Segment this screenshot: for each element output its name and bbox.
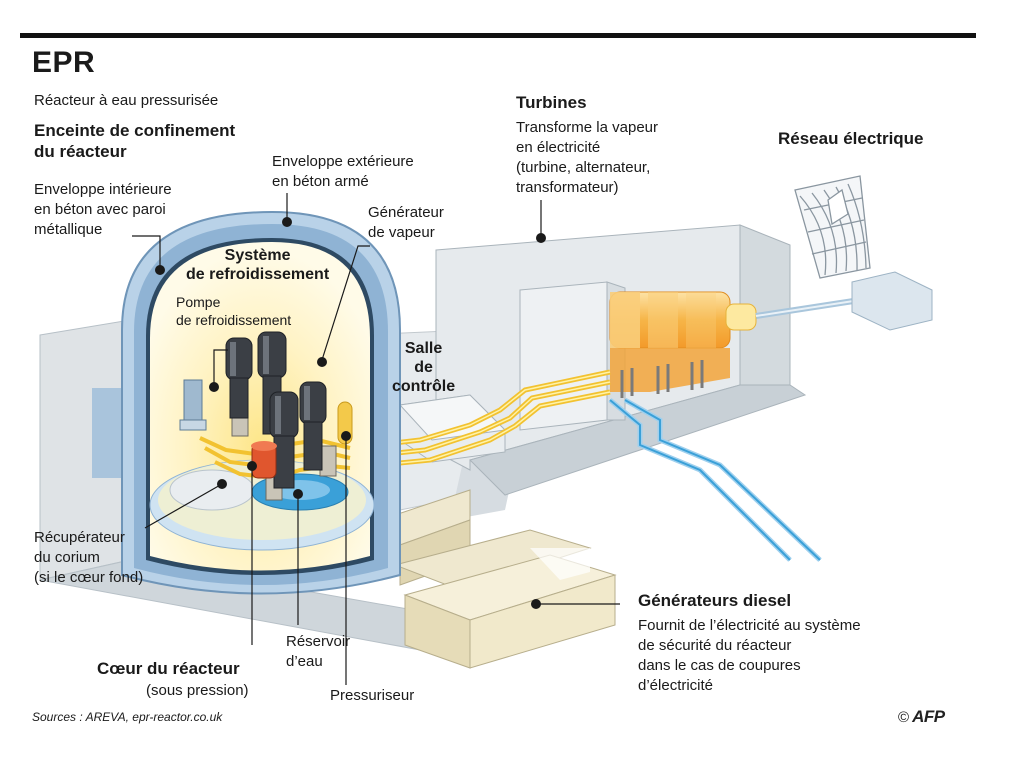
turbine-hall xyxy=(435,224,822,562)
diesel-generators xyxy=(379,489,617,669)
water-tank-label: Réservoir d’eau xyxy=(286,633,351,670)
containment-dome xyxy=(121,210,401,595)
turbines-heading: Turbines xyxy=(516,93,587,112)
diesel-heading: Générateurs diesel xyxy=(638,591,792,610)
turbine-rotor xyxy=(609,291,757,398)
power-line xyxy=(755,271,933,331)
afp-credit: © AFP xyxy=(898,707,945,727)
outer-shell-label: Enveloppe extérieure en béton armé xyxy=(272,153,414,190)
diesel-description: Fournit de l’électricité au système de s… xyxy=(638,617,861,694)
core-heading: Cœur du réacteur xyxy=(97,659,240,678)
pylon-icon xyxy=(794,175,871,279)
steam-pipes xyxy=(349,369,611,471)
reactor-components xyxy=(179,331,353,501)
sources-note: Sources : AREVA, epr-reactor.co.uk xyxy=(32,710,223,724)
grid-heading: Réseau électrique xyxy=(778,129,924,148)
steam-generator-label: Générateur de vapeur xyxy=(368,204,444,241)
top-rule xyxy=(20,33,976,38)
corium-label: Récupérateur du corium (si le cœur fond) xyxy=(34,529,144,586)
cooling-pump-label: Pompe de refroidissement xyxy=(176,294,292,328)
copyright-symbol: © xyxy=(898,708,910,726)
leader-dots xyxy=(155,217,546,609)
page-title: EPR xyxy=(32,46,96,79)
page-subtitle: Réacteur à eau pressurisée xyxy=(34,92,219,109)
turbines-description: Transforme la vapeur en électricité (tur… xyxy=(516,119,659,196)
leader-lines xyxy=(132,193,620,685)
inner-shell-label: Enveloppe intérieure en béton avec paroi… xyxy=(34,181,172,238)
containment-heading: Enceinte de confinement du réacteur xyxy=(34,121,236,161)
afp-logo: AFP xyxy=(912,707,945,726)
pressurizer-label: Pressuriseur xyxy=(330,687,415,704)
cooling-system-label: Système de refroidissement xyxy=(186,247,330,283)
core-subtitle: (sous pression) xyxy=(146,682,249,699)
control-room-label: Salle de contrôle xyxy=(392,340,456,395)
